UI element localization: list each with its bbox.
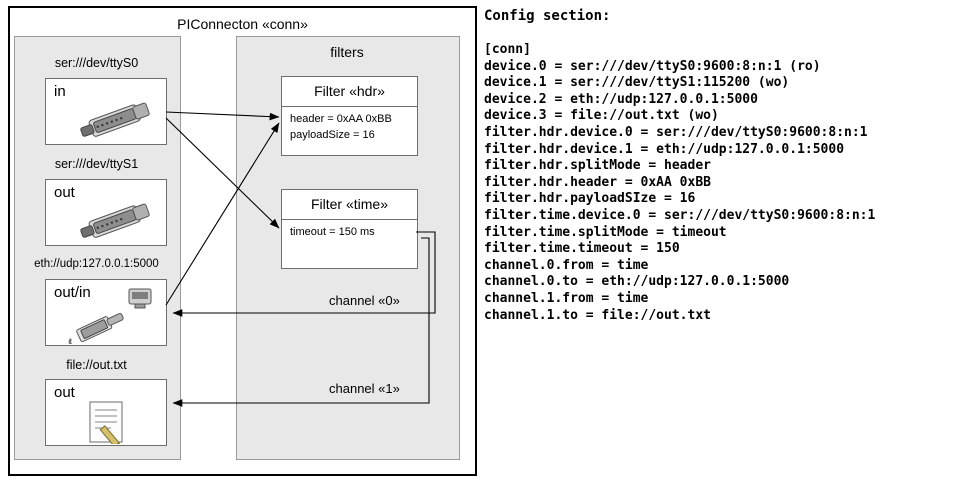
filter-time-title: Filter «time»	[310, 196, 389, 212]
filter-hdr-line-1: header = 0xAA 0xBB	[290, 113, 392, 125]
filter-time-line-1: timeout = 150 ms	[290, 226, 375, 238]
filter-hdr-line-2: payloadSize = 16	[290, 129, 375, 141]
device-node-label: in	[54, 83, 66, 100]
device-caption-eth: eth://udp:127.0.0.1:5000	[34, 258, 159, 270]
filter-divider	[282, 106, 417, 107]
device-caption-ttyS0: ser:///dev/ttyS0	[54, 56, 139, 70]
config-section-title: Config section:	[484, 8, 611, 24]
channel-1-label: channel «1»	[329, 381, 400, 396]
network-plug-icon	[68, 312, 124, 344]
filter-hdr-title: Filter «hdr»	[314, 83, 385, 99]
text-file-icon	[89, 401, 123, 444]
device-node-eth-outin: out/in	[45, 279, 167, 346]
device-node-label: out	[54, 184, 75, 201]
network-icon	[128, 288, 152, 309]
device-caption-file: file://out.txt	[66, 358, 127, 372]
device-node-ttyS0-in: in	[45, 78, 167, 145]
serial-port-icon	[80, 102, 150, 137]
filters-panel-title: filters	[330, 44, 364, 60]
device-node-label: out/in	[54, 284, 91, 301]
filter-hdr-box: Filter «hdr» header = 0xAA 0xBB payloadS…	[281, 76, 418, 156]
channel-0-label: channel «0»	[329, 293, 400, 308]
device-caption-ttyS1: ser:///dev/ttyS1	[54, 157, 139, 171]
serial-port-icon	[80, 203, 150, 238]
filter-divider	[282, 219, 417, 220]
device-node-file-out: out	[45, 379, 167, 446]
outer-box-title: PIConnecton «conn»	[177, 16, 308, 32]
filter-time-box: Filter «time» timeout = 150 ms	[281, 189, 418, 269]
device-node-ttyS1-out: out	[45, 179, 167, 246]
device-node-label: out	[54, 384, 75, 401]
config-section-text: [conn] device.0 = ser:///dev/ttyS0:9600:…	[484, 42, 876, 323]
